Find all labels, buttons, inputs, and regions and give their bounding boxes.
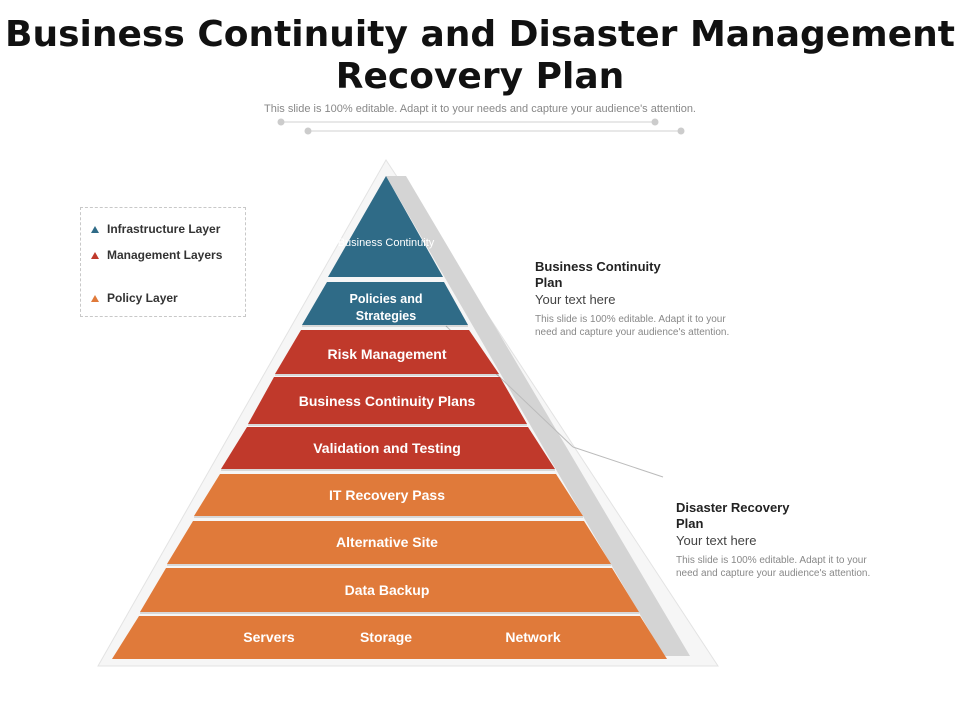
layer-label-it-recovery: IT Recovery Pass: [329, 487, 445, 503]
callout-heading: Business Continuity Plan: [535, 259, 661, 290]
layer-label-policies: Policies and Strategies: [349, 292, 423, 323]
layer-label-bc-plans: Business Continuity Plans: [298, 393, 476, 409]
legend-item-policy: Policy Layer: [91, 291, 232, 306]
triangle-icon: [91, 252, 99, 259]
pyramid-layer-base: [112, 616, 667, 659]
callout-line-drp: [572, 446, 664, 478]
divider-dot: [651, 118, 659, 126]
layer-label-network: Network: [505, 629, 561, 645]
layer-label-business-continuity: Business Continuity: [337, 237, 435, 249]
legend: Infrastructure Layer Management Layers P…: [80, 207, 246, 317]
layer-label-data-backup: Data Backup: [344, 582, 430, 598]
legend-item-infrastructure: Infrastructure Layer: [91, 222, 232, 237]
pyramid-layer-bc-plans: [248, 377, 527, 424]
page-title: Business Continuity and Disaster Managem…: [5, 14, 955, 97]
layer-seams: [140, 325, 639, 614]
callout-business-continuity-plan: Business Continuity Plan Your text here …: [535, 259, 735, 339]
callout-your-text: Your text here: [535, 292, 616, 307]
layer-label-validation: Validation and Testing: [313, 440, 461, 456]
triangle-icon: [91, 226, 99, 233]
layer-label-risk: Risk Management: [327, 346, 447, 362]
page-subtitle: This slide is 100% editable. Adapt it to…: [264, 103, 696, 115]
callout-disaster-recovery-plan: Disaster Recovery Plan Your text here Th…: [676, 500, 876, 580]
callout-description: This slide is 100% editable. Adapt it to…: [535, 314, 730, 338]
layer-label-alternative-site: Alternative Site: [336, 534, 438, 550]
pyramid-layer-risk: [275, 330, 499, 374]
pyramid-layer-alternative-site: [167, 521, 611, 564]
pyramid-layer-data-backup: [140, 568, 639, 612]
pyramid-side-shadow: [386, 176, 690, 656]
callout-your-text: Your text here: [676, 533, 757, 548]
triangle-icon: [91, 295, 99, 302]
divider-dot: [277, 118, 285, 126]
pyramid-layer-business-continuity: [328, 176, 443, 277]
pyramid-layer-it-recovery: [194, 474, 583, 516]
divider-dot: [304, 127, 312, 135]
divider-dot: [677, 127, 685, 135]
layer-label-servers: Servers: [243, 629, 295, 645]
layer-label-storage: Storage: [359, 629, 413, 645]
callout-heading: Disaster Recovery Plan: [676, 500, 790, 531]
pyramid-layer-policies: [302, 282, 468, 325]
legend-item-management: Management Layers: [91, 248, 232, 263]
pyramid-layer-validation: [221, 427, 555, 469]
callout-description: This slide is 100% editable. Adapt it to…: [676, 555, 871, 579]
